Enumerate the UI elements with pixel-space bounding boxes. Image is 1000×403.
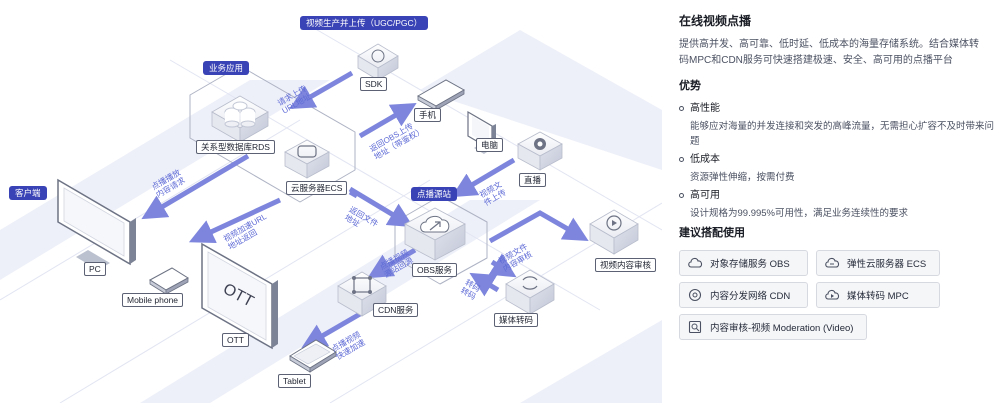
advantage-item: 低成本 资源弹性伸缩，按需付费 <box>679 152 984 185</box>
recommend-title: 建议搭配使用 <box>679 227 745 239</box>
recommend-label: 内容分发网络 CDN <box>710 291 791 302</box>
arrow-transcode-in <box>488 253 517 278</box>
client-tag: 客户端 <box>9 186 47 200</box>
business-tag: 业务应用 <box>203 61 250 75</box>
recommend-list: 对象存储服务 OBS 弹性云服务器 ECS 内容分发网络 CDN 媒体转码 MP… <box>679 250 999 340</box>
bullet-icon <box>679 193 684 198</box>
recommend-cdn[interactable]: 内容分发网络 CDN <box>679 282 808 308</box>
mobile-device <box>149 267 189 295</box>
arrow-return-file <box>348 186 414 228</box>
live-label: 直播 <box>519 173 547 187</box>
cdn-service <box>337 271 387 317</box>
solution-panel: 在线视频点播 提供高并发、高可靠、低时延、低成本的海量存储系统。结合媒体转码MP… <box>662 0 1000 403</box>
cdn-network-icon <box>686 286 704 304</box>
phone-device <box>416 79 466 111</box>
advantage-title-text: 低成本 <box>690 154 720 165</box>
advantage-title-text: 高性能 <box>690 103 720 114</box>
vod-source-tag: 点播源站 <box>411 187 458 201</box>
recommend-obs[interactable]: 对象存储服务 OBS <box>679 250 808 276</box>
bullet-icon <box>679 157 684 162</box>
arrow-return-obs <box>358 102 417 139</box>
recommend-label: 内容审核-视频 Moderation (Video) <box>710 323 854 334</box>
recommend-ecs[interactable]: 弹性云服务器 ECS <box>816 250 940 276</box>
cloud-storage-icon <box>686 254 704 272</box>
advantage-title-text: 高可用 <box>690 190 720 201</box>
transcode-label: 媒体转码 <box>494 313 539 327</box>
architecture-diagram: 视频生产并上传（UGC/PGC） 业务应用 点播源站 客户端 SDK 手机 电脑… <box>0 16 662 403</box>
recommend-label: 媒体转码 MPC <box>847 291 909 302</box>
tablet-device <box>289 339 337 373</box>
rds-label: 关系型数据库RDS <box>196 140 275 154</box>
arrow-accel-play <box>301 311 362 349</box>
arrow-video-upload <box>451 157 516 198</box>
arrow-video-accel <box>188 197 282 244</box>
production-tag: 视频生产并上传（UGC/PGC） <box>300 16 429 30</box>
media-transcode-icon <box>823 286 841 304</box>
obs-label: OBS服务 <box>412 263 457 277</box>
live-device <box>517 131 563 171</box>
advantage-title: 高性能 <box>679 101 984 117</box>
obs-storage <box>404 207 466 261</box>
advantage-text: 资源弹性伸缩，按需付费 <box>690 172 795 183</box>
sdk-label: SDK <box>360 77 388 91</box>
arrow-request-upload <box>289 70 354 109</box>
arrow-click-play <box>141 153 250 220</box>
rds-database <box>211 95 269 143</box>
cdn-label: CDN服务 <box>373 303 419 317</box>
advantage-text: 能够应对海量的并发连接和突发的高峰流量，无需担心扩容不及时带来问题 <box>690 121 995 147</box>
arrow-review <box>488 210 589 244</box>
recommend-label: 对象存储服务 OBS <box>710 259 790 270</box>
recommend-label: 弹性云服务器 ECS <box>847 259 927 270</box>
sdk-device <box>357 43 399 81</box>
panel-title: 在线视频点播 <box>679 14 752 28</box>
ott-device <box>201 242 278 350</box>
flow-arrows <box>141 70 589 349</box>
transcode-service <box>505 269 555 315</box>
advantages-list: 高性能 能够应对海量的并发连接和突发的高峰流量，无需担心扩容不及时带来问题 低成… <box>679 101 994 221</box>
phone-label: 手机 <box>414 108 442 122</box>
arrow-return-file-tail <box>348 189 359 199</box>
advantage-title: 低成本 <box>679 152 984 168</box>
diagram-canvas <box>0 19 662 403</box>
mobile-label: Mobile phone <box>122 293 184 307</box>
moderation-icon <box>686 318 704 336</box>
advantage-item: 高可用 设计规格为99.995%可用性，满足业务连续性的要求 <box>679 188 984 221</box>
advantage-item: 高性能 能够应对海量的并发连接和突发的高峰流量，无需担心扩容不及时带来问题 <box>679 101 994 149</box>
ecs-label: 云服务器ECS <box>286 181 348 195</box>
ott-label: OTT <box>222 333 249 347</box>
arrow-transcode-out <box>469 272 500 297</box>
cloud-server-icon <box>823 254 841 272</box>
advantage-text: 设计规格为99.995%可用性，满足业务连续性的要求 <box>690 208 909 219</box>
recommend-mpc[interactable]: 媒体转码 MPC <box>816 282 940 308</box>
advantage-title: 高可用 <box>679 188 984 204</box>
bullet-icon <box>679 106 684 111</box>
review-service <box>589 209 639 255</box>
review-label: 视频内容审核 <box>595 258 657 272</box>
tablet-label: Tablet <box>278 374 311 388</box>
panel-description: 提供高并发、高可靠、低时延、低成本的海量存储系统。结合媒体转码MPC和CDN服务… <box>679 39 979 66</box>
pc-label: PC <box>84 262 106 276</box>
arrow-cdn-pull <box>367 247 417 279</box>
computer-label: 电脑 <box>476 138 504 152</box>
advantages-title: 优势 <box>679 80 701 92</box>
ecs-server <box>284 139 330 179</box>
recommend-moderation[interactable]: 内容审核-视频 Moderation (Video) <box>679 314 867 340</box>
